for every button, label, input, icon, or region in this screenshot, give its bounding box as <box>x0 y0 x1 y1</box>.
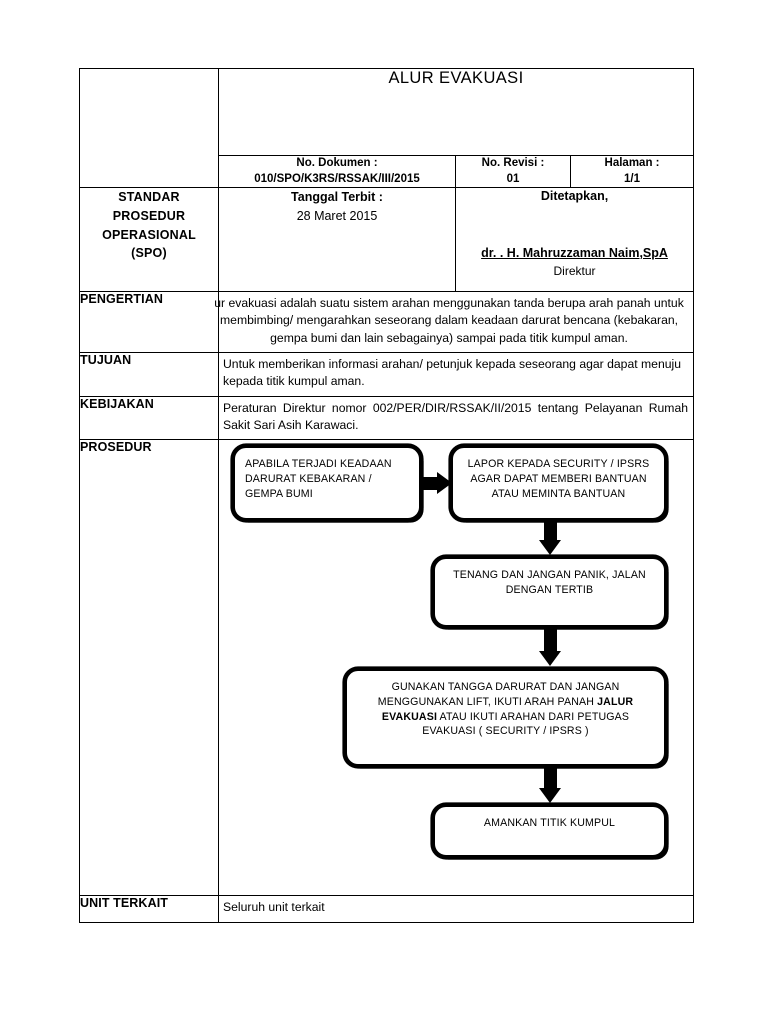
unit-terkait-text: Seluruh unit terkait <box>223 900 325 915</box>
flow-step-5: AMANKAN TITIK KUMPUL <box>433 805 666 858</box>
kebijakan-row: KEBIJAKAN Peraturan Direktur nomor 002/P… <box>79 395 695 441</box>
pengertian-row: PENGERTIAN ur evakuasi adalah suatu sist… <box>79 291 695 354</box>
tujuan-row: TUJUAN Untuk memberikan informasi arahan… <box>79 352 695 397</box>
pengertian-body-cell: ur evakuasi adalah suatu sistem arahan m… <box>214 291 695 354</box>
flow-step-4: GUNAKAN TANGGA DARURAT DAN JANGAN MENGGU… <box>345 669 666 767</box>
spo-label-line1: STANDAR <box>118 190 180 205</box>
spo-label-line3: OPERASIONAL <box>102 227 196 242</box>
arrow-down-icon <box>539 651 561 667</box>
spo-label-cell: STANDAR PROSEDUR OPERASIONAL (SPO) <box>79 187 219 293</box>
no-revisi-label: No. Revisi : <box>481 157 545 169</box>
pengertian-label: PENGERTIAN <box>79 291 219 354</box>
prosedur-row: PROSEDUR APABILA TERJADI KEADAAN DARURAT… <box>79 439 695 897</box>
evacuation-flowchart: APABILA TERJADI KEADAAN DARURAT KEBAKARA… <box>219 440 693 895</box>
ditetapkan-label: Ditetapkan, <box>540 189 609 204</box>
flow-step-3-text: TENANG DAN JANGAN PANIK, JALAN DENGAN TE… <box>453 569 646 596</box>
unit-terkait-body-cell: Seluruh unit terkait <box>217 895 695 923</box>
spo-row: STANDAR PROSEDUR OPERASIONAL (SPO) Tangg… <box>79 187 695 293</box>
halaman-value: 1/1 <box>624 172 641 185</box>
spo-label-line4: (SPO) <box>131 246 167 261</box>
flow-step-1-text: APABILA TERJADI KEADAAN DARURAT KEBAKARA… <box>245 458 392 500</box>
kebijakan-text: Peraturan Direktur nomor 002/PER/DIR/RSS… <box>223 400 689 432</box>
tujuan-label: TUJUAN <box>79 352 219 397</box>
signer-name: dr. . H. Mahruzzaman Naim,SpA <box>481 245 668 260</box>
no-dokumen-value: 010/SPO/K3RS/RSSAK/III/2015 <box>254 172 420 185</box>
header-meta-row: No. Dokumen : 010/SPO/K3RS/RSSAK/III/201… <box>80 154 695 189</box>
unit-terkait-label: UNIT TERKAIT <box>79 895 219 923</box>
no-revisi-cell: No. Revisi : 01 <box>455 154 571 189</box>
flow-step-2-text: LAPOR KEPADA SECURITY / IPSRS AGAR DAPAT… <box>467 458 650 500</box>
sop-table: ALUR EVAKUASI No. Dokumen : 010/SPO/K3RS… <box>79 67 695 923</box>
header-title-row: ALUR EVAKUASI <box>79 67 695 189</box>
prosedur-label: PROSEDUR <box>79 439 219 897</box>
arrow-right-icon <box>437 472 452 495</box>
prosedur-body-cell: APABILA TERJADI KEADAAN DARURAT KEBAKARA… <box>217 439 695 897</box>
flow-step-4-text-part2: ATAU IKUTI ARAHAN DARI PETUGAS EVAKUASI … <box>422 710 630 738</box>
arrow-2-shaft <box>544 520 557 543</box>
arrow-down-icon <box>539 540 561 556</box>
halaman-label: Halaman : <box>604 157 660 169</box>
tujuan-text: Untuk memberikan informasi arahan/ petun… <box>223 357 681 389</box>
flow-step-4-text-bold: JALUR EVAKUASI <box>381 695 634 723</box>
pengertian-text: ur evakuasi adalah suatu sistem arahan m… <box>214 296 684 345</box>
tujuan-body-cell: Untuk memberikan informasi arahan/ petun… <box>217 352 695 397</box>
spo-label-line2: PROSEDUR <box>112 208 186 223</box>
no-revisi-value: 01 <box>506 172 520 185</box>
no-dokumen-cell: No. Dokumen : 010/SPO/K3RS/RSSAK/III/201… <box>218 154 456 189</box>
flow-step-4-text-part1: GUNAKAN TANGGA DARURAT DAN JANGAN MENGGU… <box>377 681 620 708</box>
tanggal-terbit-label: Tanggal Terbit : <box>291 190 383 205</box>
arrow-1-shaft <box>422 477 438 491</box>
halaman-cell: Halaman : 1/1 <box>569 154 695 189</box>
no-dokumen-label: No. Dokumen : <box>296 157 378 169</box>
tanggal-terbit-cell: Tanggal Terbit : 28 Maret 2015 <box>218 187 456 293</box>
arrow-4-shaft <box>544 767 557 792</box>
flow-step-1: APABILA TERJADI KEADAAN DARURAT KEBAKARA… <box>233 446 421 521</box>
ditetapkan-cell: Ditetapkan, dr. . H. Mahruzzaman Naim,Sp… <box>454 187 695 293</box>
page-title: ALUR EVAKUASI <box>217 68 695 156</box>
flow-step-5-text: AMANKAN TITIK KUMPUL <box>483 817 616 830</box>
flow-step-4-text: GUNAKAN TANGGA DARURAT DAN JANGAN MENGGU… <box>357 680 654 738</box>
flow-step-2: LAPOR KEPADA SECURITY / IPSRS AGAR DAPAT… <box>451 446 666 521</box>
signer-role: Direktur <box>553 263 596 278</box>
logo-cell <box>79 67 219 189</box>
kebijakan-body-cell: Peraturan Direktur nomor 002/PER/DIR/RSS… <box>217 395 695 441</box>
flow-step-3: TENANG DAN JANGAN PANIK, JALAN DENGAN TE… <box>433 557 666 628</box>
arrow-down-icon <box>539 788 561 804</box>
unit-terkait-row: UNIT TERKAIT Seluruh unit terkait <box>79 895 695 923</box>
tanggal-terbit-value: 28 Maret 2015 <box>296 208 378 223</box>
arrow-3-shaft <box>544 628 557 653</box>
kebijakan-label: KEBIJAKAN <box>79 395 219 441</box>
